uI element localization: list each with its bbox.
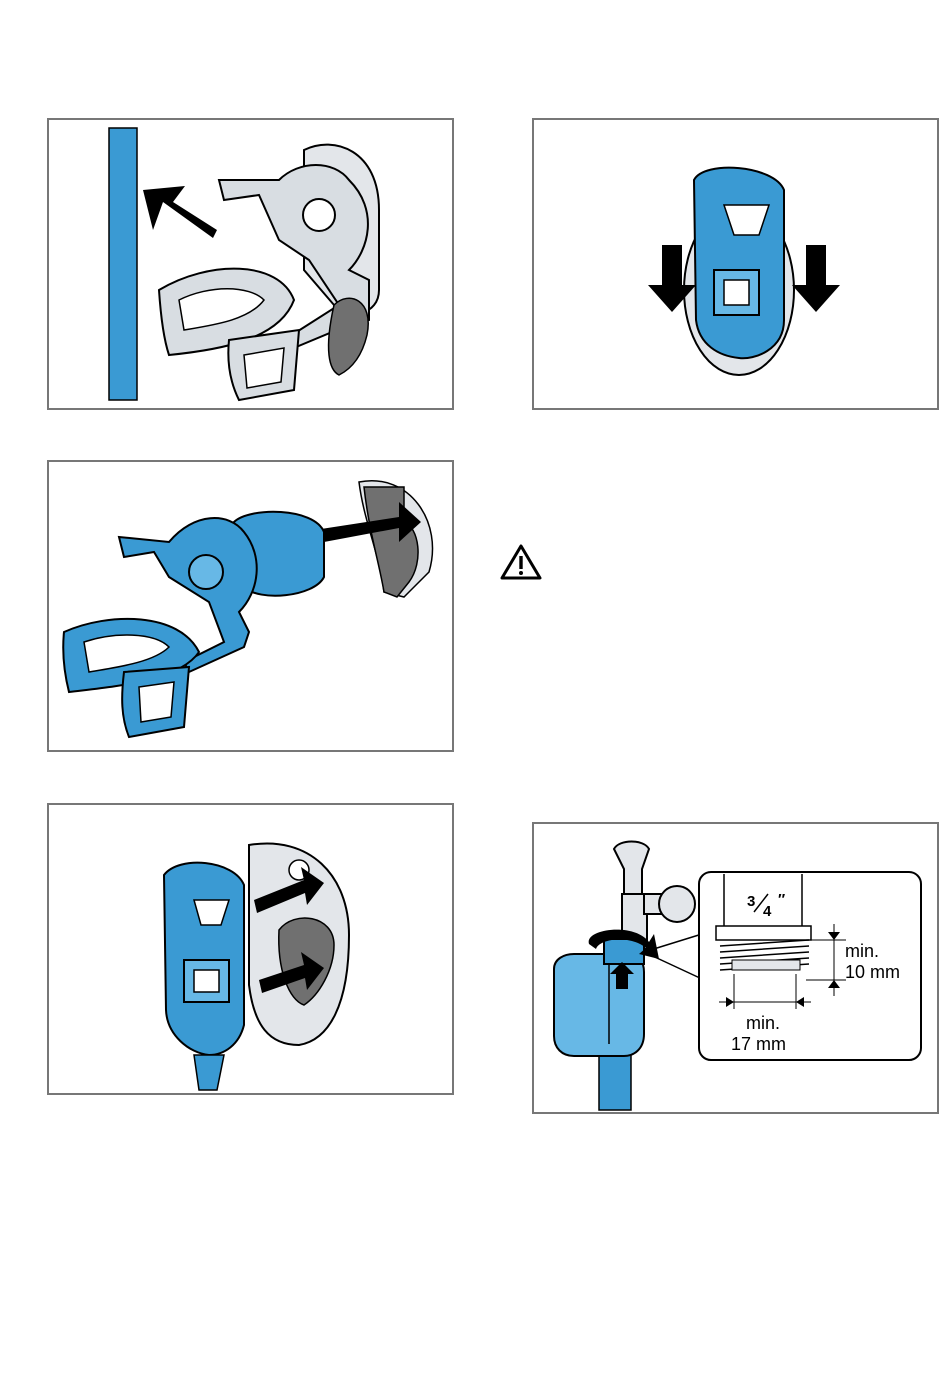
hinge-hole [303,199,335,231]
warning-triangle-icon [500,544,542,580]
height-label-line1: min. [845,941,879,961]
width-label-line1: min. [746,1013,780,1033]
aquastop-box [554,954,644,1056]
thread-seal [732,960,800,970]
width-label-line2: 17 mm [731,1034,786,1054]
down-arrow-right [792,245,840,312]
illustration-remove-insert [47,118,454,410]
tap-rosette [659,886,695,922]
hinge-hole [189,555,223,589]
thread-size-inch-mark: ″ [778,891,785,908]
pull-arrow [143,186,217,238]
keyhole [329,298,369,375]
blue-insert [694,168,784,359]
door-edge [109,128,137,400]
illustration-insert-into-plate [47,803,454,1095]
illustration-insert-removed [47,460,454,752]
nut-flange [716,926,811,940]
thread-size-numerator: 3 [747,893,755,910]
insert-tail [194,1055,224,1090]
illustration-tap-connection: 3 4 ″ min. 10 mm min. 17 mm [532,822,939,1114]
thread-size-denominator: 4 [763,903,772,920]
height-label-line2: 10 mm [845,962,900,982]
blue-insert [164,863,244,1055]
illustration-slide-down [532,118,939,410]
tap-handle [614,842,649,900]
